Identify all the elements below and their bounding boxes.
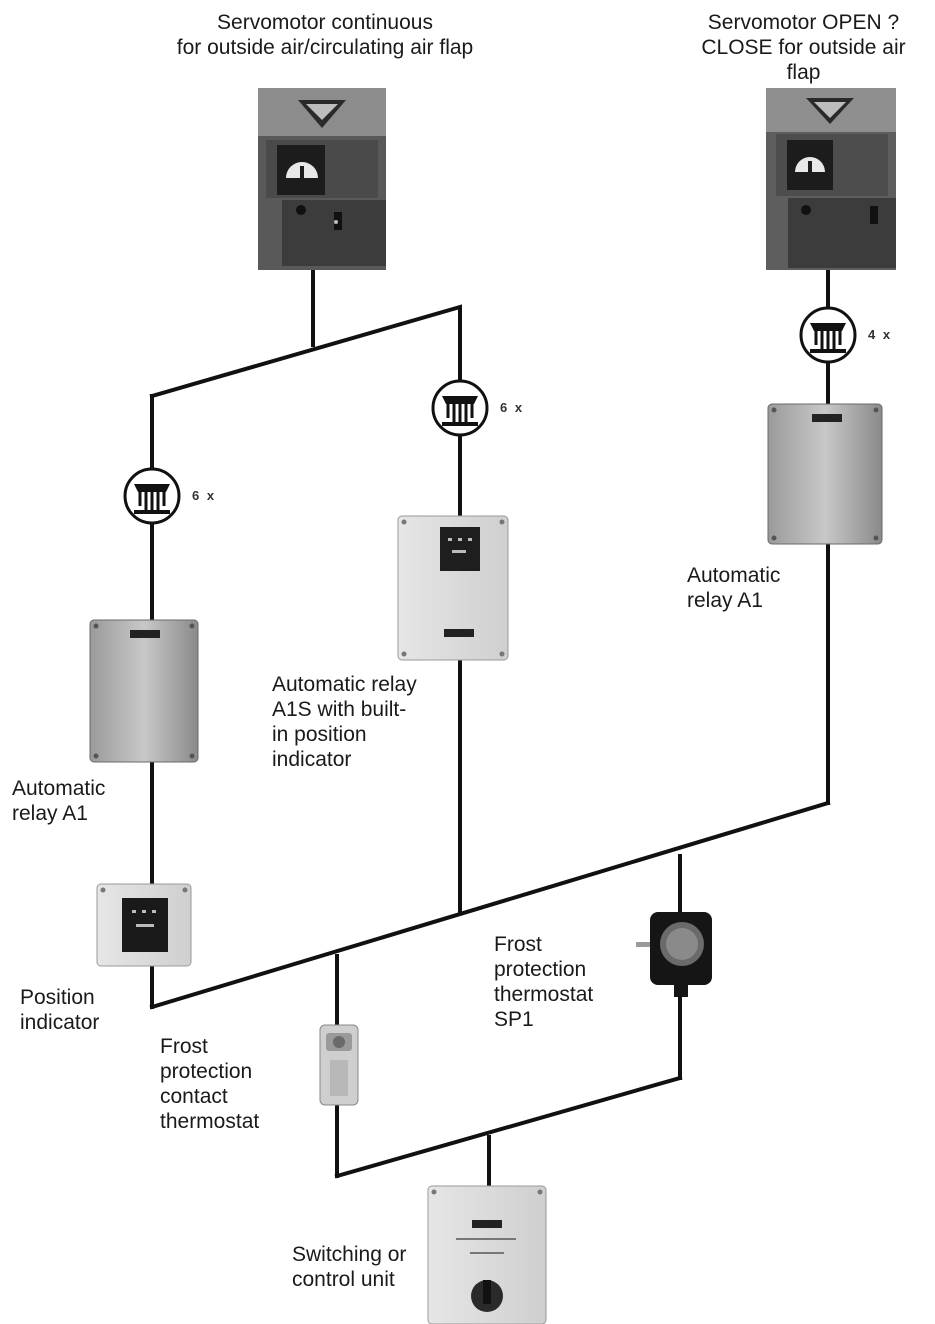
switching-control-unit [428,1186,546,1324]
automatic-relay-a1s [398,516,508,660]
label-position-indicator: Position indicator [20,985,99,1035]
label-frost-thermostat-sp1: Frost protection thermostat SP1 [494,932,593,1032]
cable-gland-icon [801,308,855,362]
wire-upper-branch [152,307,460,396]
automatic-relay-a1-right [768,404,882,544]
label-relay-a1s: Automatic relay A1S with built- in posit… [272,672,417,772]
label-servomotor-continuous: Servomotor continuous for outside air/ci… [130,10,520,60]
cable-count-left: 6 x [192,488,216,503]
automatic-relay-a1-left [90,620,198,762]
cable-count-middle: 6 x [500,400,524,415]
wire-lower-bus [152,803,828,1007]
cable-gland-icon [433,381,487,435]
cable-gland-icon [125,469,179,523]
servomotor-open-close [766,88,896,270]
position-indicator [97,884,191,966]
label-relay-a1-left: Automatic relay A1 [12,776,105,826]
label-servomotor-open-close: Servomotor OPEN ? CLOSE for outside air … [676,10,931,85]
label-switching-control-unit: Switching or control unit [292,1242,406,1292]
cable-count-right: 4 x [868,327,892,342]
frost-thermostat-sp1 [636,912,712,997]
label-frost-contact-thermostat: Frost protection contact thermostat [160,1034,259,1134]
wire-bottom-bus [337,1078,680,1176]
frost-contact-thermostat [320,1025,358,1105]
servomotor-continuous [258,88,386,270]
label-relay-a1-right: Automatic relay A1 [687,563,780,613]
